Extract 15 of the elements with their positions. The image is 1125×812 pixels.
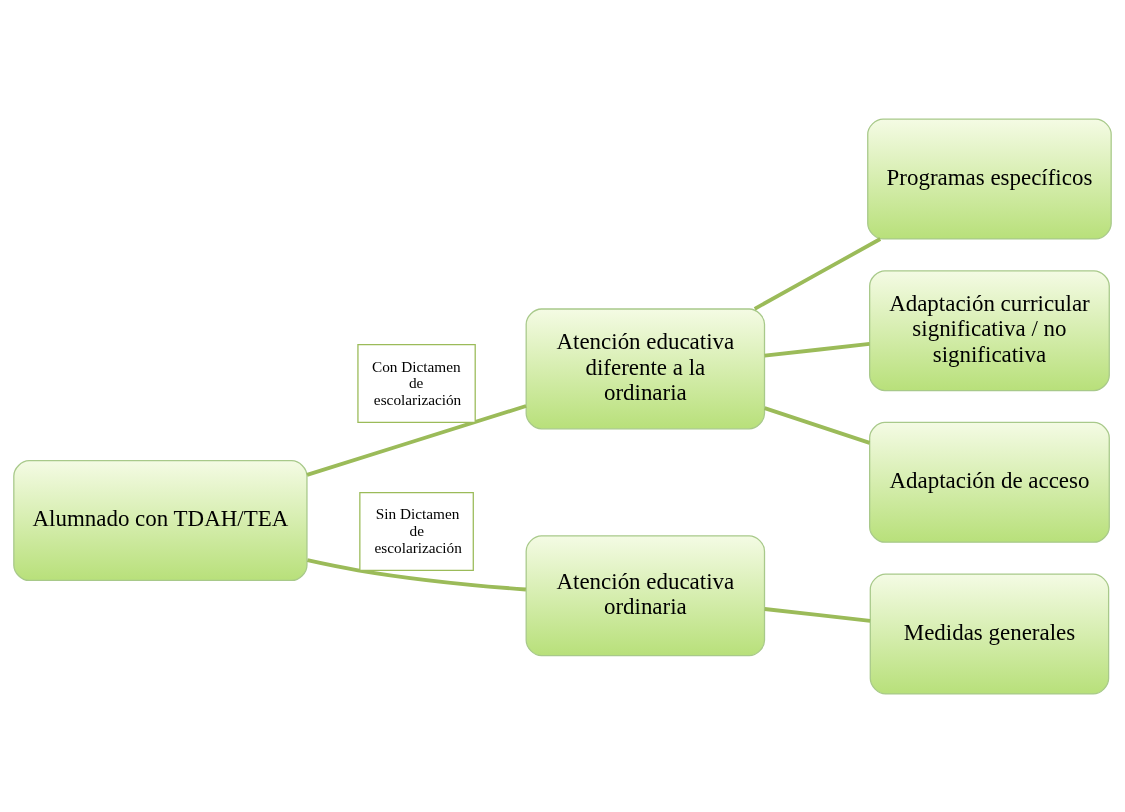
connector (306, 403, 527, 477)
node-box: Adaptación curricular significativa / no significativa (869, 269, 1110, 391)
connector (764, 405, 871, 445)
node-box: Programas específicos (867, 117, 1112, 240)
connector (307, 557, 527, 591)
node-box: Atención educativa ordinaria (525, 534, 766, 656)
edge-label: Sin Dictamen de escolarización (374, 504, 462, 556)
node-box: Adaptación de acceso (869, 421, 1110, 543)
node-box: Alumnado con TDAH/TEA (13, 459, 308, 581)
node-box: Medidas generales (869, 572, 1110, 695)
node-box: Atención educativa diferente a la ordinaria (525, 307, 766, 429)
edge-label: Con Dictamen de escolarización (371, 357, 462, 408)
connector (764, 341, 870, 358)
connector (764, 606, 871, 623)
connector (753, 236, 882, 310)
